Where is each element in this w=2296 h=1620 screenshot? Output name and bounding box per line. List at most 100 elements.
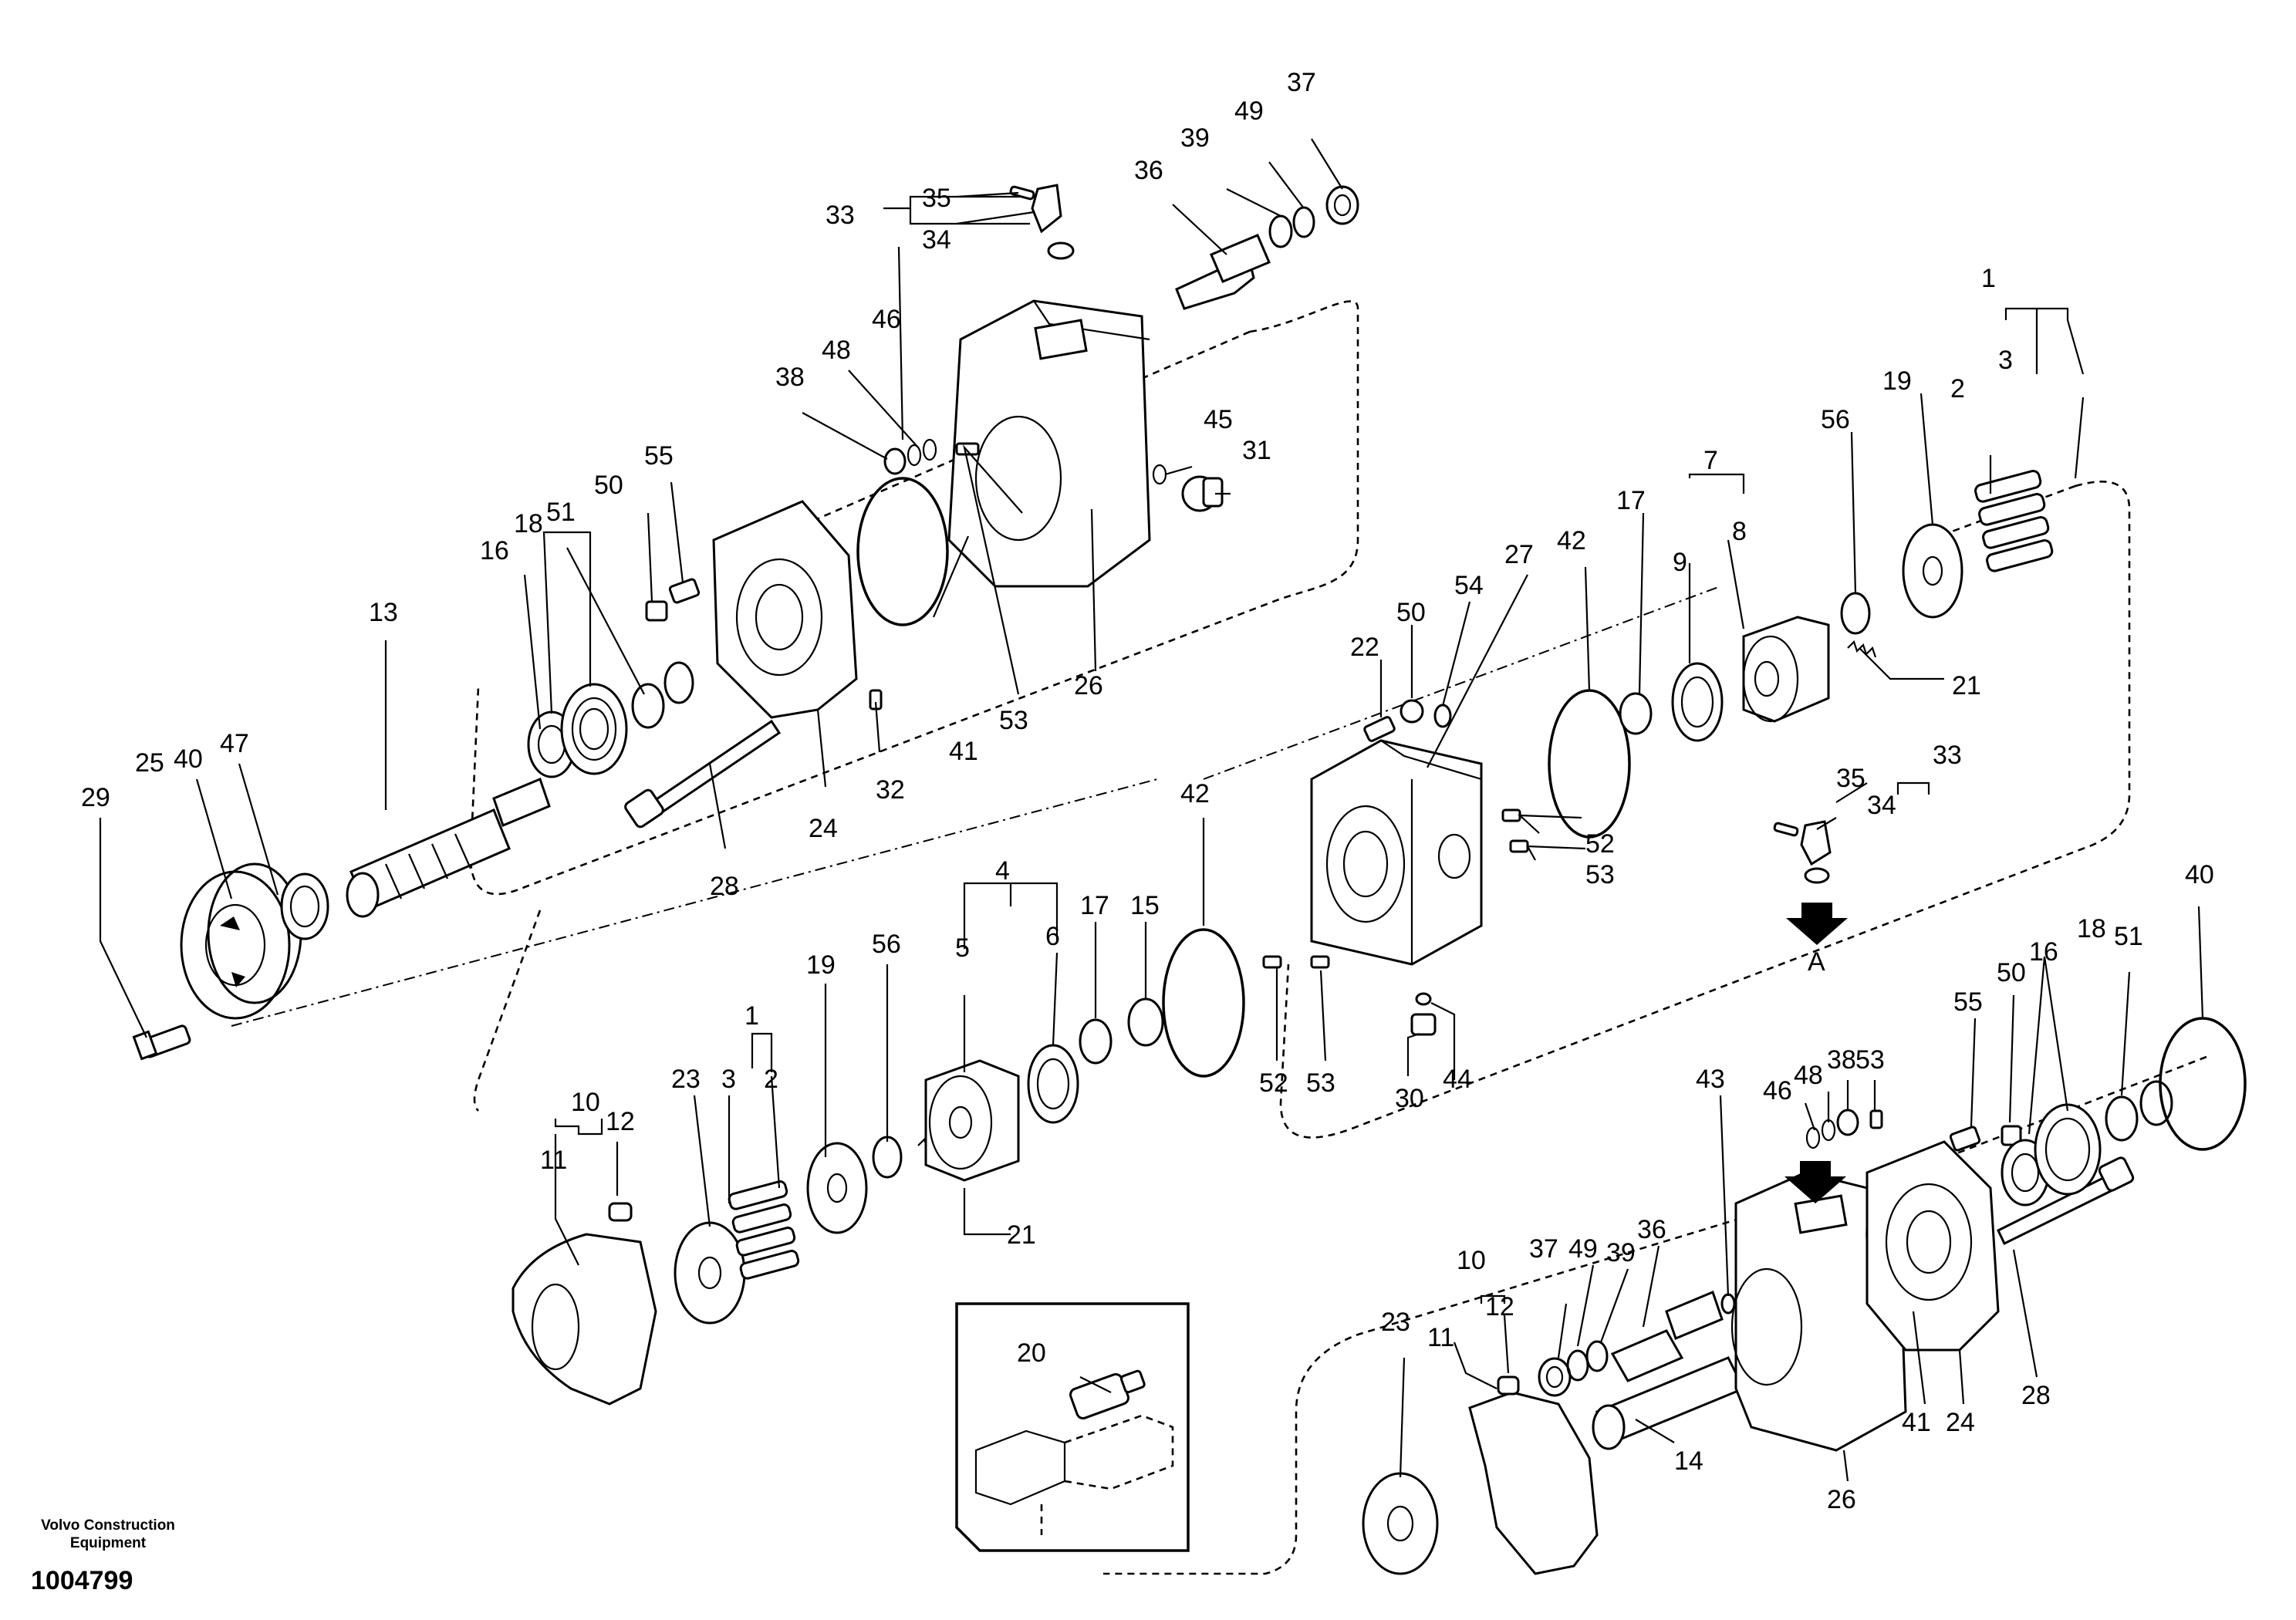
callout-46: 46	[872, 305, 901, 334]
part-39-ring-top	[1268, 214, 1293, 248]
part-18-spacer	[663, 661, 694, 704]
part-52-pin-mid	[1501, 808, 1521, 822]
part-48-ring	[907, 444, 922, 467]
part-34-bracket-right	[1800, 820, 1832, 884]
part-53-pin-lower	[1310, 955, 1330, 969]
callout-17: 17	[1616, 486, 1646, 515]
part-1-piston-set-upper	[1974, 469, 2054, 572]
part-26-housing	[947, 299, 1151, 588]
part-18-spacer-lower	[2105, 1095, 2139, 1142]
part-8-cylinder-block	[1742, 616, 1830, 723]
part-17-bush	[1619, 692, 1653, 735]
callout-47: 47	[220, 729, 249, 758]
callout-26: 26	[1074, 671, 1103, 700]
part-11-swash-support	[512, 1233, 657, 1406]
callout-9: 9	[1673, 548, 1687, 577]
part-50-nut	[645, 600, 668, 622]
callout-44: 44	[1443, 1065, 1472, 1094]
part-15-bearing-lower	[1127, 997, 1164, 1047]
callout-36: 36	[1637, 1215, 1666, 1244]
part-46-ring-lower	[1805, 1126, 1821, 1149]
callout-38: 38	[775, 363, 805, 392]
callout-6: 6	[1045, 922, 1060, 951]
callout-52: 52	[1259, 1068, 1288, 1098]
callout-16: 16	[2029, 937, 2058, 967]
part-47-seal	[280, 872, 329, 940]
callout-12: 12	[606, 1107, 635, 1136]
callout-11: 11	[540, 1146, 567, 1175]
callout-17: 17	[1080, 891, 1109, 920]
callout-36: 36	[1134, 156, 1163, 185]
part-21-spring-upper	[1847, 640, 1877, 658]
callout-14: 14	[1674, 1446, 1703, 1476]
part-34-bracket-top	[1031, 184, 1075, 260]
callout-34: 34	[1867, 791, 1896, 820]
callout-56: 56	[1821, 405, 1850, 434]
part-24-cover-lower	[1866, 1140, 2000, 1352]
callout-30: 30	[1395, 1084, 1424, 1113]
callout-53: 53	[1306, 1068, 1335, 1098]
callout-53: 53	[1585, 860, 1615, 889]
part-31-plug	[1181, 475, 1224, 512]
callout-50: 50	[594, 471, 623, 500]
part-9-swash-plate	[1671, 662, 1724, 742]
callout-40: 40	[174, 744, 203, 774]
callout-42: 42	[1180, 779, 1210, 808]
part-38-nut	[883, 447, 907, 475]
part-19-retainer-upper	[1902, 523, 1963, 619]
callout-10: 10	[1457, 1246, 1486, 1275]
part-49-ring-lower	[1566, 1349, 1589, 1382]
callout-35: 35	[1836, 764, 1866, 793]
callout-28: 28	[2021, 1381, 2051, 1410]
callout-38: 38	[1827, 1045, 1856, 1075]
callout-34: 34	[922, 225, 951, 255]
assembly-boundary-lower	[1103, 1055, 2207, 1575]
callout-37: 37	[1287, 68, 1316, 97]
callout-22: 22	[1350, 633, 1379, 662]
callout-3: 3	[1998, 346, 2013, 375]
callout-39: 39	[1606, 1238, 1636, 1267]
callout-45: 45	[1204, 405, 1233, 434]
callout-20: 20	[1017, 1338, 1046, 1368]
part-26-housing-lower	[1730, 1171, 1907, 1452]
callout-39: 39	[1180, 123, 1210, 153]
callout-48: 48	[822, 336, 851, 365]
part-18-bearing	[560, 683, 628, 775]
callout-7: 7	[1703, 446, 1718, 475]
callout-25: 25	[135, 748, 164, 778]
callout-49: 49	[1234, 96, 1264, 126]
part-50-nut-mid	[1400, 699, 1424, 724]
brand-line-1: Volvo Construction	[41, 1517, 175, 1534]
brand-line-2: Equipment	[69, 1535, 147, 1551]
callout-48: 48	[1794, 1061, 1823, 1090]
part-36-valve-lower	[1610, 1291, 1724, 1382]
part-36-valve-top	[1175, 234, 1271, 310]
callout-19: 19	[1882, 366, 1912, 396]
part-52-pin-lower	[1262, 955, 1282, 969]
callout-1: 1	[745, 1001, 759, 1031]
part-45-o-ring	[1152, 464, 1167, 485]
axis-centerline	[231, 586, 1721, 1027]
part-13-shaft	[346, 778, 551, 918]
part-51-snap-ring	[631, 683, 665, 729]
part-18-bearing-lower	[2034, 1103, 2102, 1196]
part-6-valve-plate-lower	[1027, 1044, 1079, 1124]
part-42-o-ring-lower	[1162, 928, 1245, 1078]
part-46-ring	[922, 438, 937, 461]
part-17-bush-lower	[1079, 1018, 1113, 1065]
callout-13: 13	[369, 598, 398, 627]
callout-50: 50	[1396, 598, 1426, 627]
callout-28: 28	[710, 872, 739, 901]
arrow-a-lower	[1784, 1161, 1846, 1203]
callout-51: 51	[546, 498, 576, 527]
part-55-plug-lower	[1949, 1126, 1981, 1152]
callout-51: 51	[2114, 922, 2143, 951]
callout-3: 3	[721, 1065, 736, 1094]
part-19-retainer-lower	[806, 1142, 868, 1234]
part-24-cover	[712, 500, 858, 719]
part-27-port-block	[1310, 739, 1483, 966]
part-49-ring-top	[1292, 206, 1315, 238]
part-22-plug	[1363, 716, 1396, 742]
callout-16: 16	[480, 536, 509, 565]
